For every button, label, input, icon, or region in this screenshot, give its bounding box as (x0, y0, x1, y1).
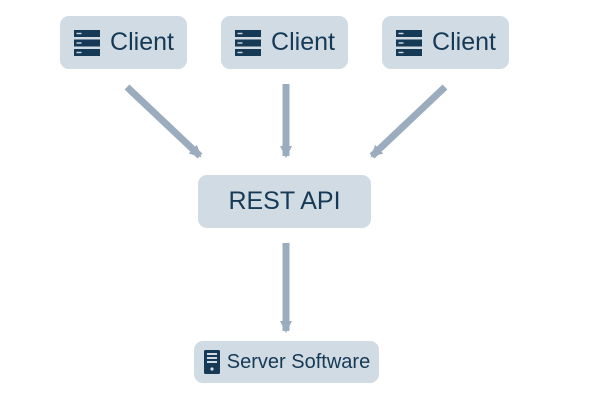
server-software-label: Server Software (226, 350, 371, 373)
server-stack-icon (395, 29, 423, 57)
server-tower-icon (203, 349, 221, 375)
arrow-client-3-to-api (369, 84, 448, 159)
client-node-2: Client (221, 16, 348, 69)
rest-api-node: REST API (198, 175, 371, 228)
client-label: Client (110, 28, 174, 56)
client-label: Client (271, 28, 335, 56)
client-node-3: Client (382, 16, 509, 69)
rest-api-label: REST API (228, 187, 341, 215)
arrow-client-1-to-api (124, 84, 203, 159)
client-label: Client (432, 28, 496, 56)
server-software-node: Server Software (194, 341, 379, 383)
server-stack-icon (73, 29, 101, 57)
client-node-1: Client (60, 16, 187, 69)
server-stack-icon (234, 29, 262, 57)
